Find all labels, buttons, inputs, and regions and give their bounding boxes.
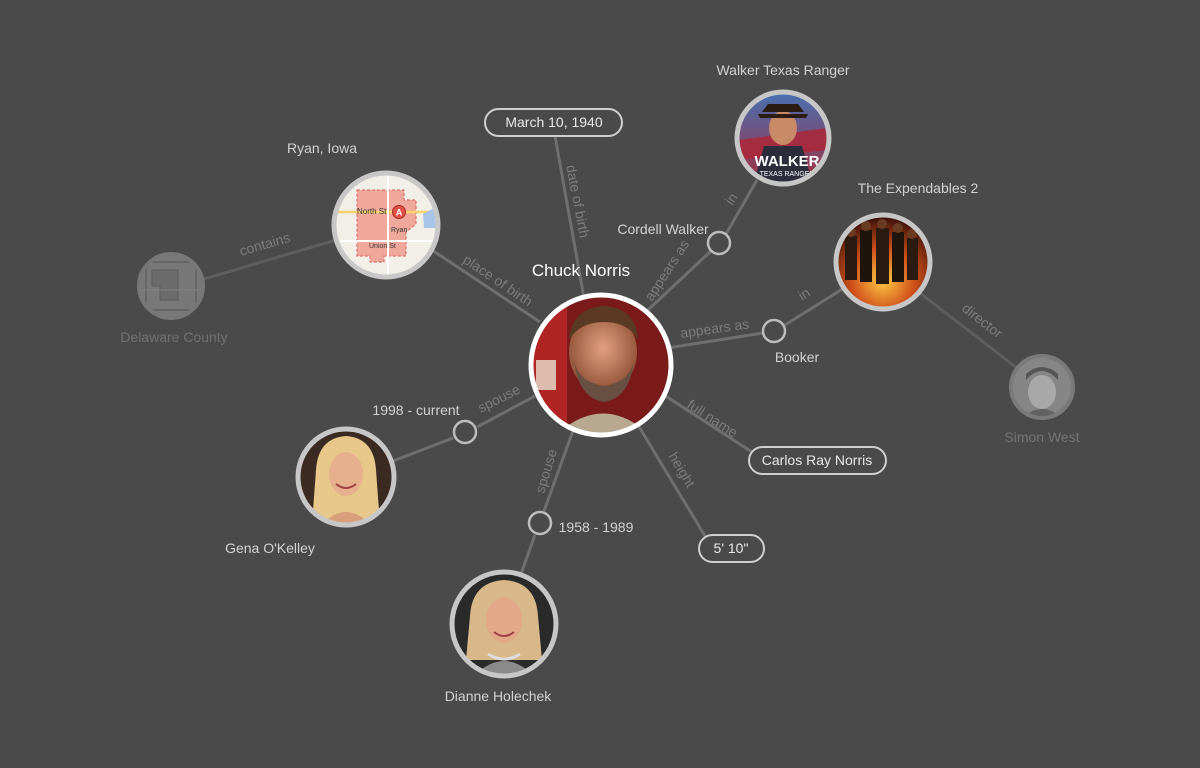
edge-height xyxy=(636,424,707,537)
node-gena-okelley-label: Gena O'Kelley xyxy=(225,540,315,556)
edge-appears-as-walker xyxy=(646,248,714,312)
hub-role-booker[interactable]: Booker xyxy=(761,318,820,365)
node-dianne-holechek[interactable]: Dianne Holechek xyxy=(445,569,559,704)
edges xyxy=(203,135,1018,575)
gena-okelley-photo xyxy=(300,431,392,523)
edge-spouse-dianne xyxy=(542,427,576,512)
edge-place-of-birth xyxy=(431,248,541,324)
pill-height[interactable]: 5' 10" xyxy=(698,534,765,563)
walker-poster-subtitle: TEXAS RANGER xyxy=(760,171,815,178)
pill-birth-date-text: March 10, 1940 xyxy=(505,114,602,130)
hub-role-booker-label: Booker xyxy=(775,349,820,365)
node-ryan-iowa[interactable]: A North St Union St Ryan Ryan, Iowa xyxy=(287,140,441,280)
ryan-map-image: A North St Union St Ryan xyxy=(336,175,436,275)
map-marker-letter: A xyxy=(396,208,403,218)
edge-appears-as-booker xyxy=(667,331,764,350)
edge-spouse-gena xyxy=(476,394,536,429)
dianne-holechek-photo xyxy=(454,574,554,674)
map-label-ryan: Ryan xyxy=(391,227,407,234)
node-gena-okelley[interactable]: Gena O'Kelley xyxy=(225,426,397,556)
node-dianne-holechek-label: Dianne Holechek xyxy=(445,688,553,704)
edge-label-place-of-birth: place of birth xyxy=(460,251,535,309)
hub-marriage-gena[interactable]: 1998 - current xyxy=(372,402,478,445)
simon-west-photo xyxy=(1012,357,1072,417)
map-label-north-st: North St xyxy=(357,207,387,216)
hub-role-walker-label: Cordell Walker xyxy=(617,221,709,237)
node-ryan-iowa-label: Ryan, Iowa xyxy=(287,140,357,156)
edge-label-height: height xyxy=(665,449,698,490)
map-label-union-st: Union St xyxy=(369,243,396,250)
edge-in-film xyxy=(784,286,845,327)
hub-role-walker[interactable]: Cordell Walker xyxy=(617,221,732,256)
node-delaware-county[interactable]: Delaware County xyxy=(120,252,228,345)
node-expendables-2[interactable]: The Expendables 2 xyxy=(833,180,979,312)
expendables-poster-image xyxy=(838,217,928,307)
node-simon-west[interactable]: Simon West xyxy=(1004,354,1080,445)
walker-poster-title: WALKER xyxy=(755,153,820,170)
edge-label-spouse-dianne: spouse xyxy=(532,447,561,495)
hub-marriage-dianne[interactable]: 1958 - 1989 xyxy=(527,510,634,536)
edge-full-name xyxy=(663,393,753,454)
node-walker-texas-ranger-label: Walker Texas Ranger xyxy=(716,62,849,78)
hub-nodes: Cordell Walker Booker 1998 - current 195… xyxy=(372,221,820,536)
pill-full-name[interactable]: Carlos Ray Norris xyxy=(748,446,887,475)
edge-director xyxy=(919,291,1018,370)
edge-label-full-name: full name xyxy=(684,396,741,440)
node-chuck-norris[interactable]: Chuck Norris xyxy=(528,261,674,438)
pill-birth-date[interactable]: March 10, 1940 xyxy=(484,108,623,137)
hub-marriage-gena-label: 1998 - current xyxy=(372,402,459,418)
hub-marriage-dianne-label: 1958 - 1989 xyxy=(559,519,634,535)
edge-label-spouse-gena: spouse xyxy=(475,381,523,416)
edge-label-director: director xyxy=(959,300,1006,342)
edge-date-of-birth xyxy=(553,135,586,299)
edge-spouse-dianne-2 xyxy=(519,534,537,575)
pill-full-name-text: Carlos Ray Norris xyxy=(762,452,872,468)
chuck-norris-photo xyxy=(533,297,669,433)
edge-label-in-walker: in xyxy=(721,190,740,208)
edge-label-in-film: in xyxy=(795,284,813,303)
node-simon-west-label: Simon West xyxy=(1004,429,1079,445)
node-delaware-county-label: Delaware County xyxy=(120,329,227,345)
pill-height-text: 5' 10" xyxy=(714,540,749,556)
walker-poster-image: WALKER TEXAS RANGER xyxy=(739,94,827,182)
edge-spouse-gena-2 xyxy=(392,436,454,463)
literal-pills: March 10, 1940 Carlos Ray Norris 5' 10" xyxy=(484,108,887,563)
edge-in-walker xyxy=(724,179,759,235)
node-chuck-norris-label: Chuck Norris xyxy=(532,261,630,280)
edge-contains xyxy=(203,238,337,281)
node-walker-texas-ranger[interactable]: WALKER TEXAS RANGER Walker Texas Ranger xyxy=(716,62,850,187)
node-expendables-2-label: The Expendables 2 xyxy=(858,180,979,196)
